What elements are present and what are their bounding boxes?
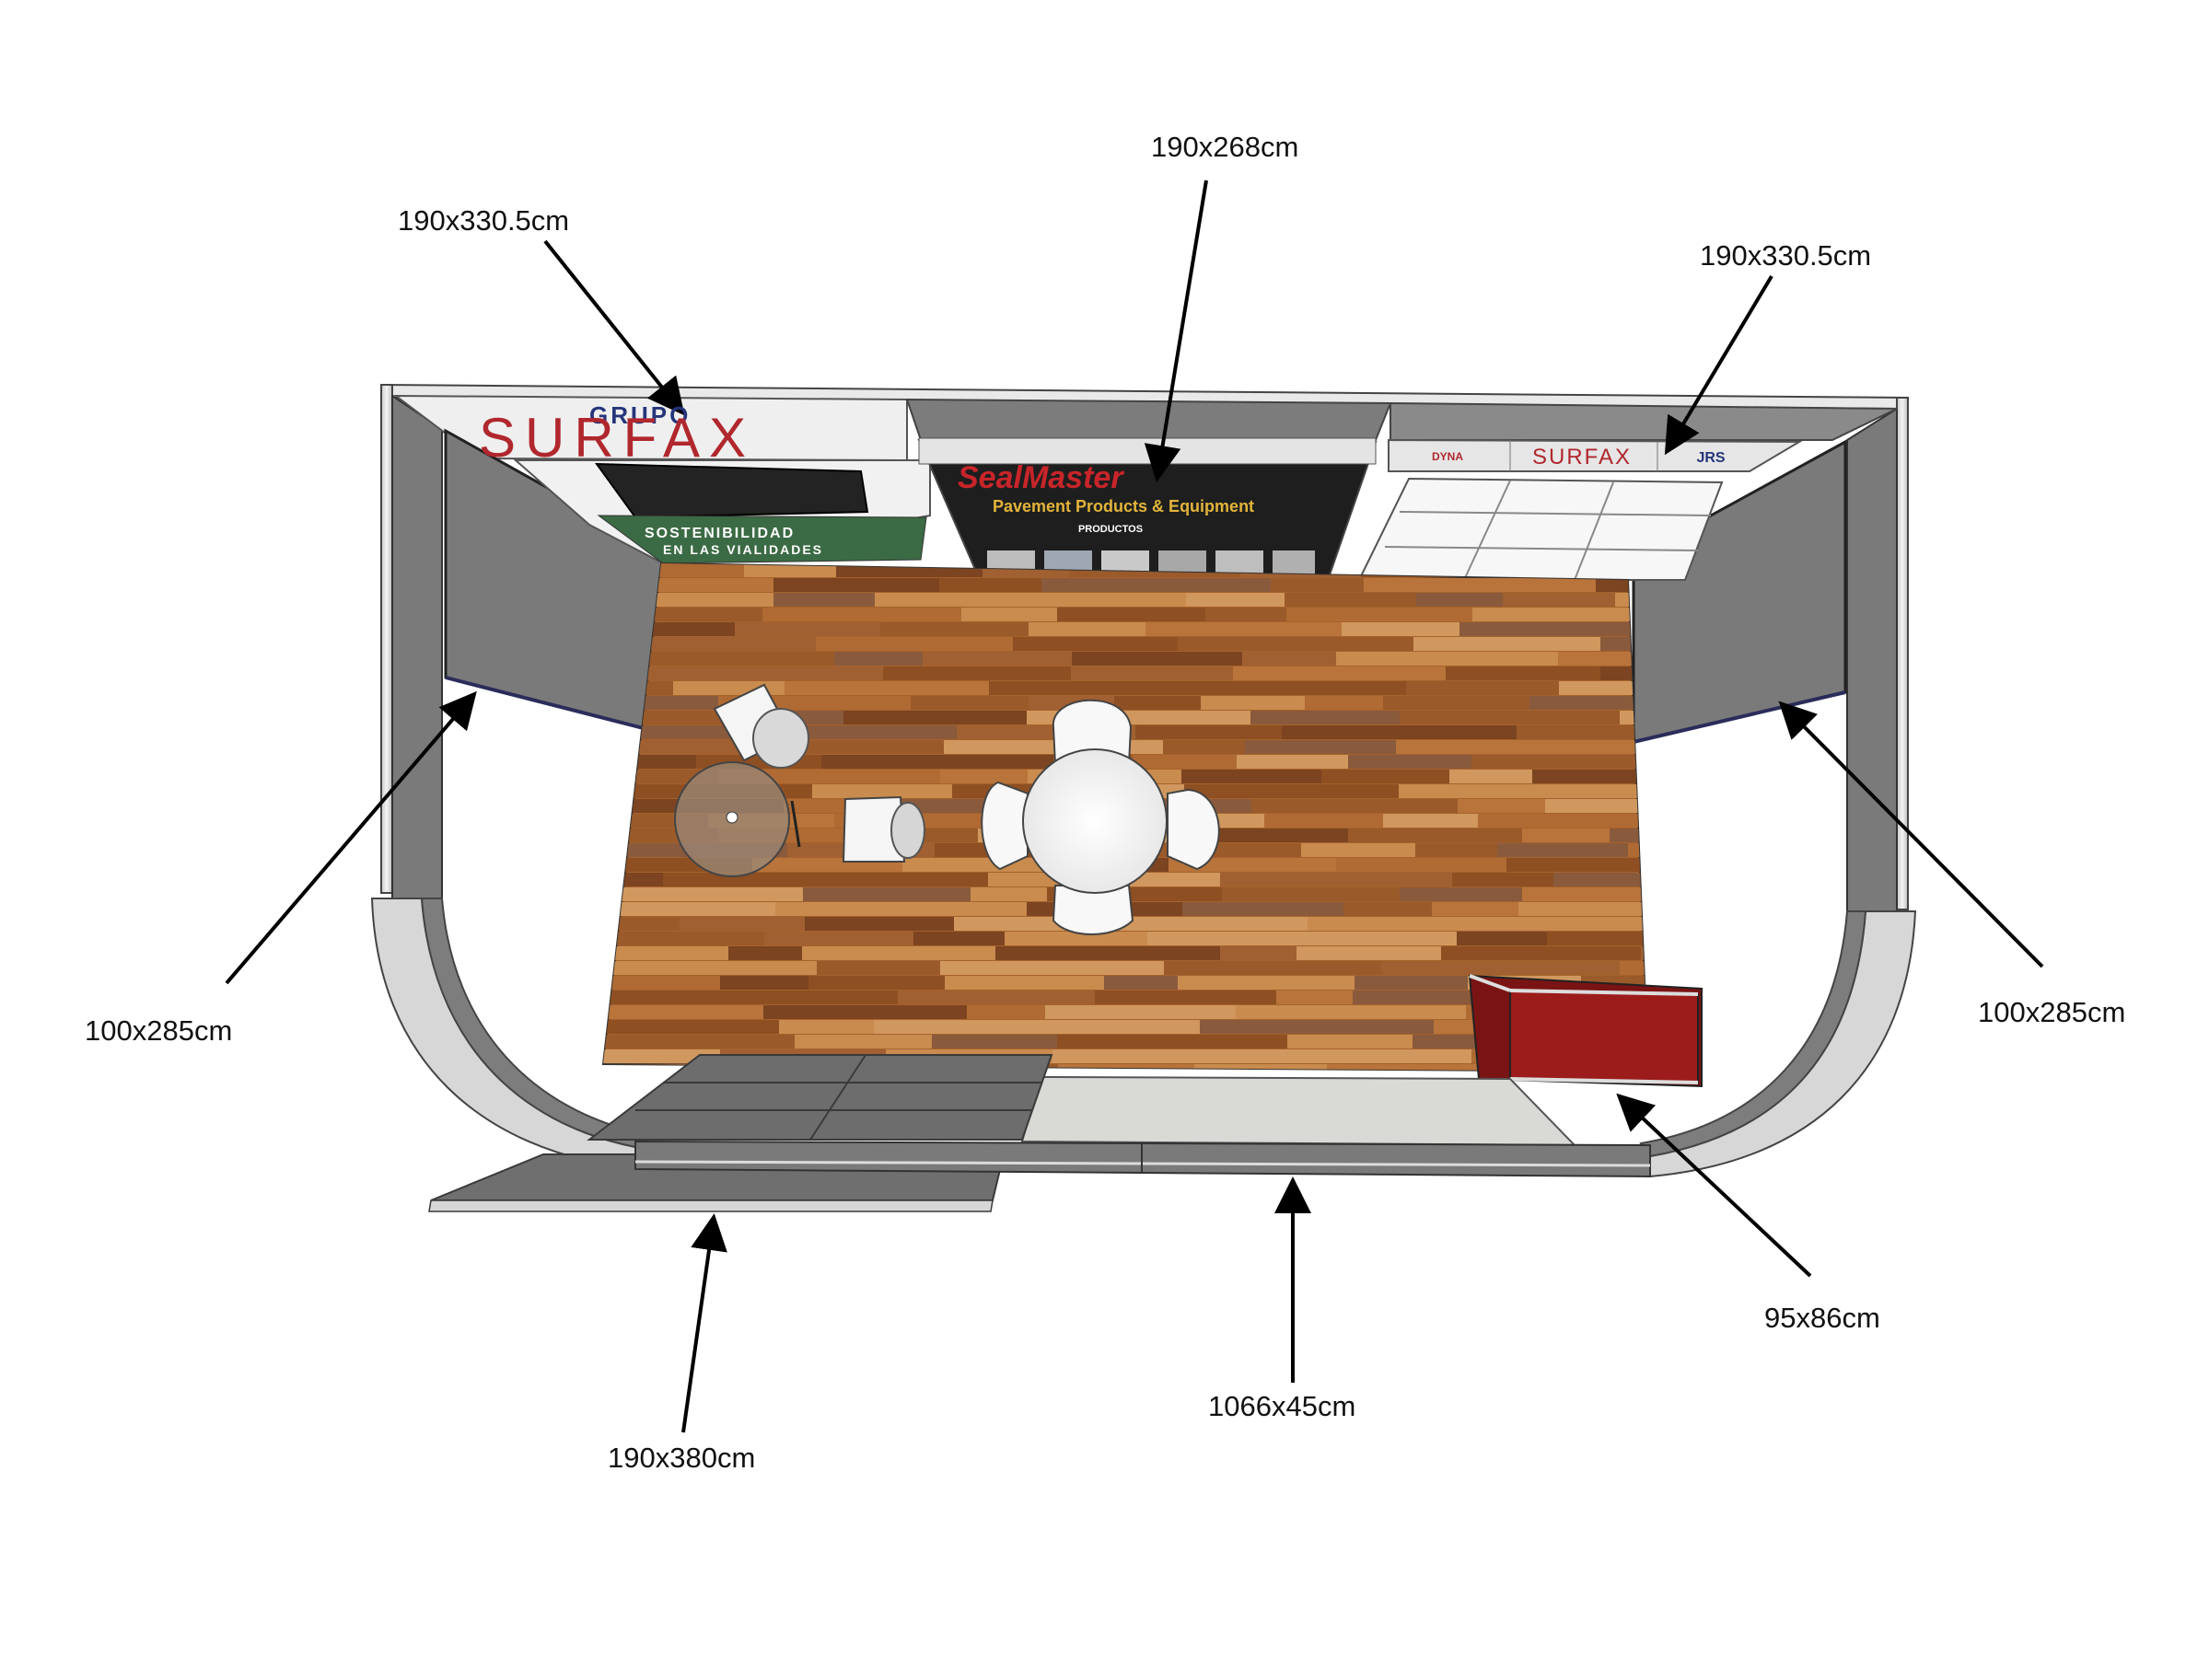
label-front-fascia: 1066x45cm <box>1208 1390 1356 1422</box>
arrow-counter <box>1616 1093 1812 1278</box>
label-back-right: 190x330.5cm <box>1700 239 1872 272</box>
left-wall-brand-text: SURFAX <box>479 407 755 469</box>
right-wall-logo-surfax: SURFAX <box>1532 445 1632 469</box>
front-carpet <box>1020 1075 1577 1147</box>
label-side-right: 100x285cm <box>1978 996 2126 1028</box>
center-wall-brand-text: SealMaster <box>958 460 1124 495</box>
left-wall-slogan-strip <box>597 515 927 564</box>
shelving-unit <box>1357 477 1724 581</box>
center-wall-thumbnails <box>987 550 1315 574</box>
left-wall-group-text: GRUPO <box>589 401 691 429</box>
right-wall-logo-dyna: DYNA <box>1432 450 1463 463</box>
left-side-wall <box>391 394 443 899</box>
left-wall-tv <box>595 462 869 519</box>
back-right-header <box>1390 401 1898 441</box>
label-entrance-ramp: 190x380cm <box>608 1442 756 1474</box>
center-wall-tagline-text: Pavement Products & Equipment <box>993 497 1254 516</box>
arrow-back-center <box>1144 180 1208 482</box>
label-back-center: 190x268cm <box>1151 131 1299 163</box>
reception-counter <box>1468 974 1703 1088</box>
label-side-left: 100x285cm <box>85 1014 233 1047</box>
entrance-ramp <box>428 1054 1053 1212</box>
left-outer-rail <box>380 384 393 894</box>
high-table-set <box>674 683 925 877</box>
right-outer-rail <box>1896 397 1909 910</box>
back-center-header <box>905 398 1392 441</box>
arrow-side-left <box>225 690 477 985</box>
label-back-left: 190x330.5cm <box>398 204 570 237</box>
right-wall-logo-jrs: JRS <box>1696 450 1725 466</box>
arrow-back-right <box>1664 274 1773 456</box>
right-side-wall <box>1846 407 1898 912</box>
arrow-back-left <box>543 239 685 416</box>
round-table-set <box>981 699 1220 935</box>
left-inner-wall-edge <box>445 676 662 735</box>
center-wall-section-text: PRODUCTOS <box>1078 524 1143 535</box>
label-counter: 95x86cm <box>1764 1302 1880 1334</box>
callout-arrows <box>225 180 2044 1433</box>
arrow-entrance-ramp <box>681 1213 727 1433</box>
right-inner-wall-edge <box>1633 690 1846 744</box>
left-wall-slogan-line1: SOSTENIBILIDAD <box>645 526 795 541</box>
arrow-side-right <box>1778 701 2044 968</box>
left-wall-slogan-line2: EN LAS VIALIDADES <box>663 542 823 557</box>
